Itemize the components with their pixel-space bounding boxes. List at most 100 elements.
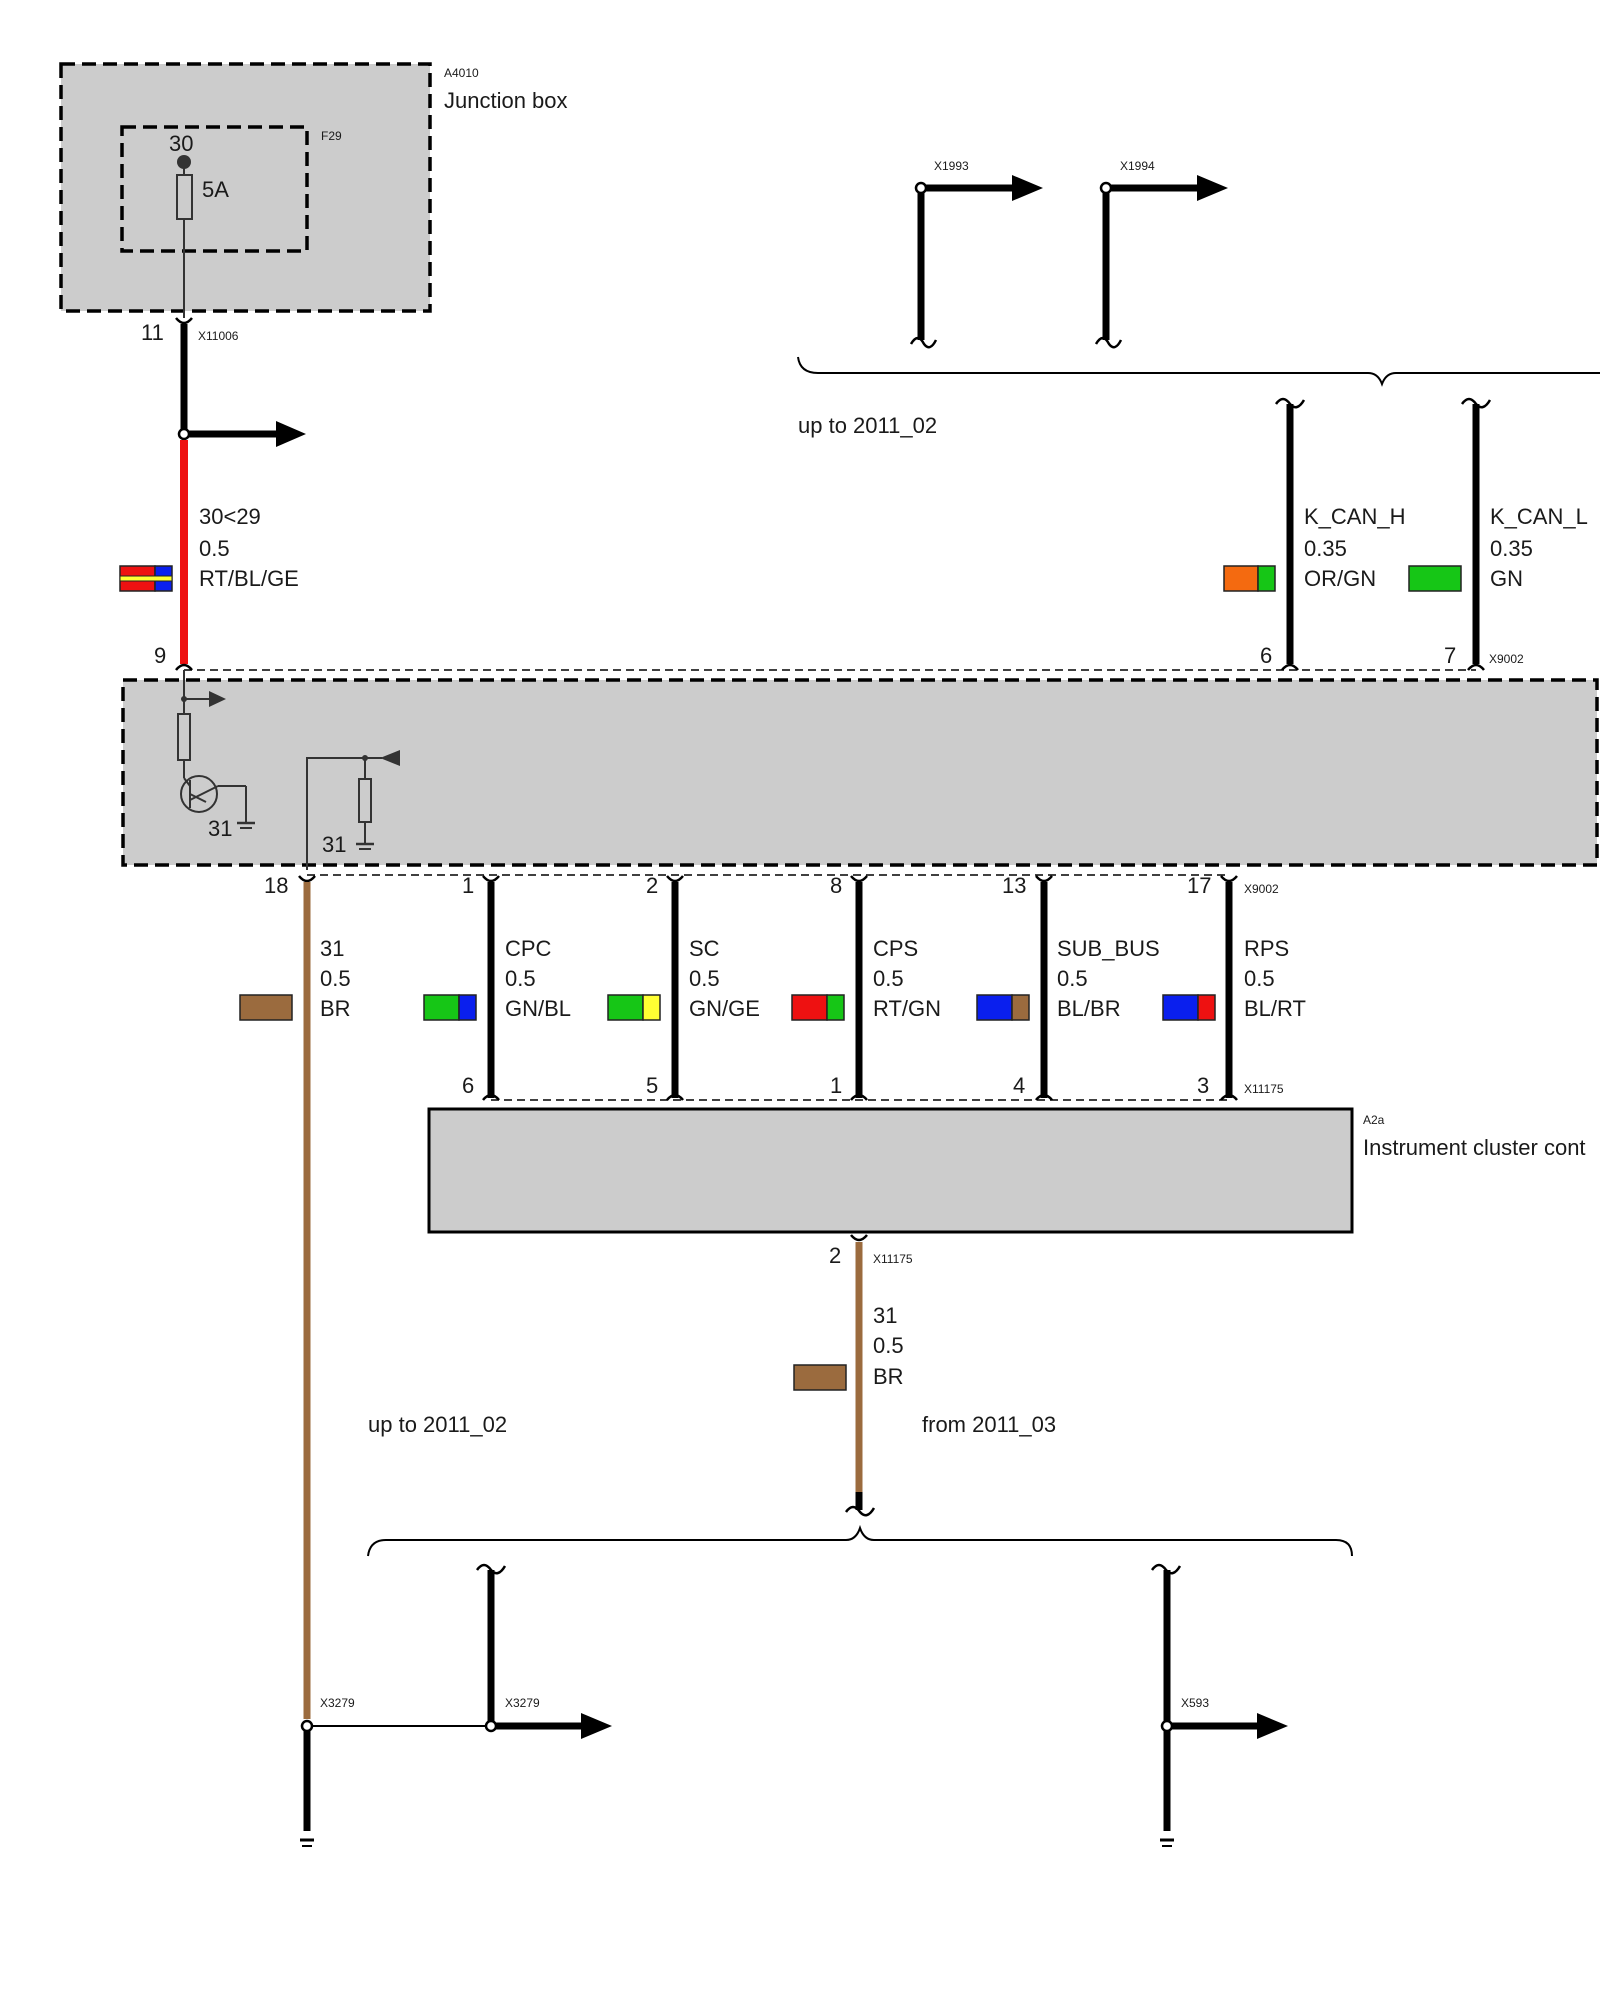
x3279-right-node [484, 1719, 498, 1733]
branch-x1993: X1993 [909, 159, 1043, 349]
wire-cpc-pin-top: 1 [462, 873, 474, 898]
wire-k-can-h-color: OR/GN [1304, 566, 1376, 591]
swatch-rt-gn [791, 994, 845, 1021]
branch-x593: X593 [1150, 1563, 1288, 1847]
swatch-br-left [239, 994, 293, 1021]
branch-x1994: X1994 [1094, 159, 1228, 349]
fuse-rating: 5A [202, 177, 229, 202]
wire-cps-pin-top: 8 [830, 873, 842, 898]
wire-power-pin: 9 [154, 643, 166, 668]
swatch-gn [1408, 565, 1462, 592]
x1994-label: X1994 [1120, 159, 1155, 173]
x9002-bottom-label: X9002 [1244, 882, 1279, 896]
x11175-top-label: X11175 [1244, 1082, 1284, 1096]
junction-box-outline [59, 62, 432, 313]
swatch-rt-bl-ge [119, 565, 173, 592]
x11006-pin: 11 [141, 320, 164, 345]
wire-sub-bus-signal: SUB_BUS [1057, 936, 1160, 961]
instrument-cluster-id: A2a [1363, 1113, 1385, 1127]
x3279-left-node [300, 1719, 314, 1733]
from-bottom-label: from 2011_03 [922, 1412, 1056, 1437]
swatch-bl-rt [1162, 994, 1216, 1021]
branch-x3279-left: X3279 [300, 1696, 486, 1847]
x1994-break [1094, 336, 1123, 349]
wire-sub-bus-gauge: 0.5 [1057, 966, 1088, 991]
swatch-br-cluster [793, 1364, 847, 1391]
wire-rps-pin-top: 17 [1187, 873, 1211, 898]
x593-label: X593 [1181, 1696, 1209, 1710]
wire-rps-gauge: 0.5 [1244, 966, 1275, 991]
wire-k-can-l-gauge: 0.35 [1490, 536, 1533, 561]
up-to-bottom-label: up to 2011_02 [368, 1412, 507, 1437]
wire-k-can-h: K_CAN_H 0.35 OR/GN 6 [1223, 397, 1405, 671]
x9002-top-label: X9002 [1489, 652, 1524, 666]
x1993-node [914, 181, 928, 195]
wire-ground-left-pin: 18 [264, 873, 288, 898]
junction-box-name: Junction box [444, 88, 568, 113]
x11006-label: X11006 [198, 329, 239, 343]
wire-power-terminal [175, 663, 193, 671]
wire-cps-gauge: 0.5 [873, 966, 904, 991]
wire-cpc-pin-bottom: 6 [462, 1073, 474, 1098]
instrument-cluster: A2a Instrument cluster cont [427, 1099, 1586, 1234]
wire-ground-cluster-gauge: 0.5 [873, 1333, 904, 1358]
ground-31-a: 31 [208, 816, 232, 841]
instrument-cluster-name: Instrument cluster cont [1363, 1135, 1586, 1160]
branch-arrowhead [276, 421, 306, 447]
wire-cps-pin-bottom: 1 [830, 1073, 842, 1098]
wire-k-can-h-gauge: 0.35 [1304, 536, 1347, 561]
wire-k-can-l-pin: 7 [1444, 643, 1456, 668]
wire-sub-bus: 13 SUB_BUS 0.5 BL/BR 4 [976, 873, 1160, 1101]
wire-ground-left: 18 31 0.5 BR [239, 873, 351, 1719]
x3279-right-label: X3279 [505, 1696, 540, 1710]
transistor-symbol [180, 775, 218, 813]
up-to-top-label: up to 2011_02 [798, 413, 937, 438]
wire-ground-left-color: BR [320, 996, 351, 1021]
brace-top [797, 356, 1600, 387]
fuse-terminal: 30 [169, 131, 193, 156]
control-unit-body [121, 678, 1599, 867]
x11006-terminal [175, 317, 193, 325]
wire-power-gauge: 0.5 [199, 536, 230, 561]
x593-node [1160, 1719, 1174, 1733]
swatch-or-gn [1223, 565, 1276, 592]
wire-rps-signal: RPS [1244, 936, 1289, 961]
wire-ground-left-signal: 31 [320, 936, 344, 961]
wire-sc-gauge: 0.5 [689, 966, 720, 991]
wire-k-can-l-signal: K_CAN_L [1490, 504, 1588, 529]
x1993-break [909, 336, 938, 349]
fuse-f29-outline [120, 125, 309, 253]
wire-sub-bus-pin-top: 13 [1002, 873, 1026, 898]
ground-31-b: 31 [322, 832, 346, 857]
wire-sc-signal: SC [689, 936, 720, 961]
wire-k-can-h-signal: K_CAN_H [1304, 504, 1405, 529]
wire-rps-color: BL/RT [1244, 996, 1306, 1021]
wire-power-signal: 30<29 [199, 504, 261, 529]
brace-bottom [367, 1524, 1353, 1557]
wire-cpc-gauge: 0.5 [505, 966, 536, 991]
wire-k-can-h-pin: 6 [1260, 643, 1272, 668]
wire-cpc-signal: CPC [505, 936, 552, 961]
wire-cps-signal: CPS [873, 936, 918, 961]
x3279-left-label: X3279 [320, 1696, 355, 1710]
branch-x3279-right: X3279 [475, 1563, 612, 1739]
x11175-bottom-label: X11175 [873, 1252, 913, 1266]
wire-ground-cluster-color: BR [873, 1364, 904, 1389]
wire-ground-cluster: 2 X11175 31 0.5 BR [793, 1234, 913, 1517]
wire-ground-cluster-signal: 31 [873, 1303, 897, 1328]
wire-sc: 2 SC 0.5 GN/GE 5 [607, 873, 760, 1101]
wire-cpc: 1 CPC 0.5 GN/BL 6 [423, 873, 571, 1101]
wire-power: 30<29 0.5 RT/BL/GE 9 [119, 440, 299, 671]
wire-sub-bus-color: BL/BR [1057, 996, 1121, 1021]
junction-box: A4010 Junction box F29 30 5A [59, 62, 568, 318]
swatch-gn-bl [423, 994, 477, 1021]
wire-k-can-l-color: GN [1490, 566, 1523, 591]
x1994-arrowhead [1197, 175, 1228, 201]
wire-sc-pin-bottom: 5 [646, 1073, 658, 1098]
control-unit: 31 31 [121, 669, 1599, 876]
swatch-bl-br [976, 994, 1030, 1021]
connector-x11006: 11 X11006 [141, 317, 306, 447]
x1993-arrowhead [1012, 175, 1043, 201]
wire-cps: 8 CPS 0.5 RT/GN 1 [791, 873, 941, 1101]
